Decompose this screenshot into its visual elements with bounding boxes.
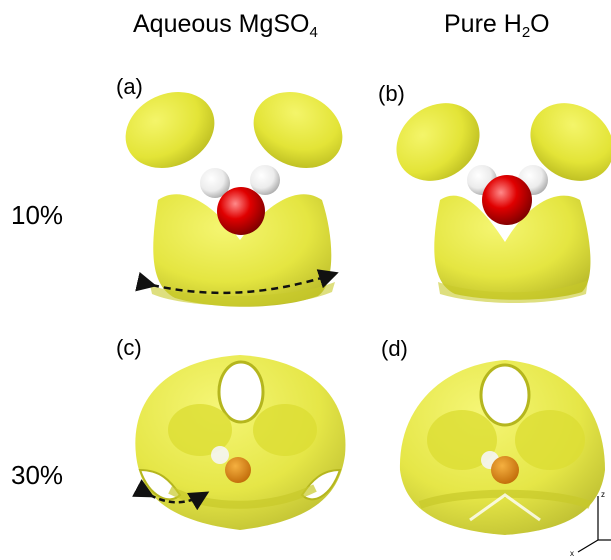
panel-c-oxygen-overlap: [225, 457, 251, 483]
column-header-aqueous-text: Aqueous MgSO: [133, 10, 310, 38]
column-header-pure-subscript: 2: [521, 24, 531, 41]
panel-a-hydrogen-left: [200, 168, 230, 198]
panel-c-top-hole: [219, 362, 263, 422]
panel-c-arrow: [132, 479, 210, 511]
axis-x-label: x: [570, 549, 574, 558]
panel-a-isosurface: [125, 92, 343, 307]
panel-label-c: (c): [116, 335, 142, 360]
panel-c-isosurface: [132, 355, 346, 530]
panel-d-isosurface: [399, 360, 605, 535]
axis-triad: [577, 496, 611, 553]
panel-a-arrow: [135, 269, 339, 295]
panel-b-oxygen: [482, 175, 532, 225]
panel-a-lobe-right: [253, 92, 343, 168]
column-header-aqueous-mgso4: Aqueous MgSO4: [133, 10, 318, 41]
panel-a-oxygen: [217, 187, 265, 235]
panel-b-lobe-right: [530, 103, 611, 181]
column-header-pure-h2o: Pure H2O: [444, 10, 550, 41]
panel-a-hydrogen-right: [250, 165, 280, 195]
column-header-pure-text: Pure H: [444, 10, 522, 38]
panel-b-isosurface: [396, 103, 611, 303]
panel-b-lobe-left: [396, 103, 480, 181]
column-header-aqueous-subscript: 4: [309, 24, 318, 41]
panel-b-lower-lobe: [434, 195, 591, 300]
panel-d-cage: [399, 360, 605, 535]
row-label-30-percent: 30%: [11, 460, 64, 490]
panel-label-a: (a): [116, 74, 143, 99]
panel-label-d: (d): [381, 336, 408, 361]
panel-d-oxygen-overlap: [491, 456, 519, 484]
axis-z-label: z: [601, 490, 605, 499]
panel-a-lobe-left: [125, 92, 215, 168]
column-header-pure-suffix: O: [530, 10, 550, 38]
panel-label-b: (b): [378, 81, 405, 106]
row-label-10-percent: 10%: [11, 200, 64, 230]
